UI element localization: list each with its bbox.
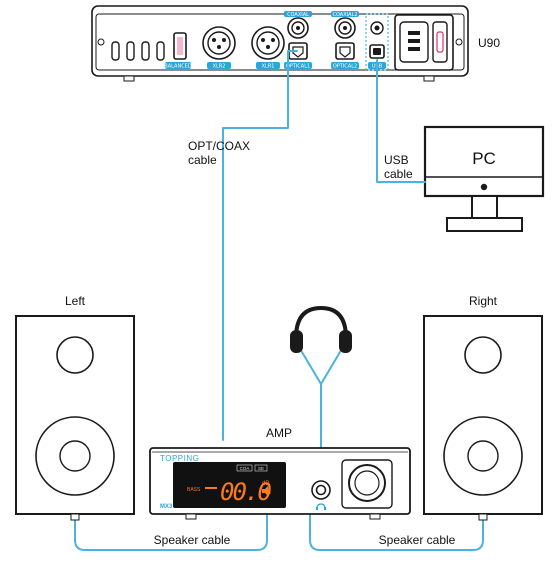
left-speaker <box>15 315 135 521</box>
display-mode: BASS <box>187 487 201 493</box>
ear-cup-left <box>290 330 303 353</box>
speaker-cable-left-label: Speaker cable <box>154 533 231 547</box>
u90-screw-left <box>97 38 105 46</box>
balanced-jacks <box>111 41 165 61</box>
headphones <box>290 305 352 353</box>
xlr-port-2: XLR1 <box>251 26 285 70</box>
xlr2-label: XLR1 <box>262 64 275 70</box>
u90-dac: BALANCED XLR2 XLR1 COAXIAL <box>91 5 469 82</box>
amp-brand: TOPPING <box>160 454 199 463</box>
u90-label: U90 <box>478 36 500 50</box>
pc-power-dot <box>480 183 488 191</box>
headphone-symbol-icon <box>316 503 326 510</box>
usb-cable-label-line2: cable <box>384 167 413 181</box>
display-badge-coa: COA <box>240 466 250 471</box>
display-badge-se: SE <box>258 466 264 471</box>
speaker-cable-right <box>309 514 484 551</box>
ear-cup-right <box>339 330 352 353</box>
headband <box>294 305 348 339</box>
left-speaker-label: Left <box>65 294 86 308</box>
usb-cable <box>376 59 426 183</box>
power-inlet <box>394 14 454 71</box>
cables <box>74 50 484 551</box>
u90-inner-panel <box>95 13 465 71</box>
coaxial-port-2: COAXIAL2 <box>331 11 359 39</box>
xlr1-label: XLR2 <box>213 64 226 70</box>
opt-coax-label-line1: OPT/COAX <box>188 139 250 153</box>
optical-port-1: OPTICAL1 <box>284 42 312 70</box>
amp-label: AMP <box>266 426 292 440</box>
pc-neck <box>471 195 498 219</box>
pc-stand <box>446 217 523 232</box>
left-tweeter <box>56 336 94 374</box>
opt-coax-cable <box>222 50 298 441</box>
opt2-label: OPTICAL2 <box>333 64 357 70</box>
speaker-cable-right-label: Speaker cable <box>379 533 456 547</box>
pc-label: PC <box>472 149 496 168</box>
right-tweeter <box>464 336 502 374</box>
balanced-port <box>173 32 187 60</box>
headphone-cable-left <box>298 346 322 385</box>
amp-model: MX3 <box>160 504 173 510</box>
coax1-label: COAXIAL <box>287 12 309 18</box>
amp-display <box>173 462 286 508</box>
amplifier: TOPPING MX3 COA SE BASS 00.0 dB <box>149 447 411 520</box>
optical-port-2: OPTICAL2 <box>331 42 359 70</box>
coax2-label: COAXIAL2 <box>332 12 357 18</box>
speaker-cable-left <box>74 514 268 551</box>
right-speaker-label: Right <box>469 294 498 308</box>
right-speaker <box>423 315 543 521</box>
headphone-cable-right <box>320 346 344 385</box>
opt-coax-label-line2: cable <box>188 153 217 167</box>
pc <box>423 125 545 232</box>
display-unit: dB <box>262 481 269 487</box>
balanced-label: BALANCED <box>164 64 192 70</box>
coaxial-port-1: COAXIAL <box>284 11 312 39</box>
xlr-port-1: XLR2 <box>202 26 236 70</box>
u90-foot-right <box>423 75 435 82</box>
volume-knob <box>341 459 393 509</box>
opt1-label: OPTICAL1 <box>286 64 310 70</box>
usb-cable-label-line1: USB <box>384 153 409 167</box>
u90-screw-right <box>455 38 463 46</box>
volume-speaker-icon <box>262 486 271 496</box>
u90-foot-left <box>123 75 135 82</box>
